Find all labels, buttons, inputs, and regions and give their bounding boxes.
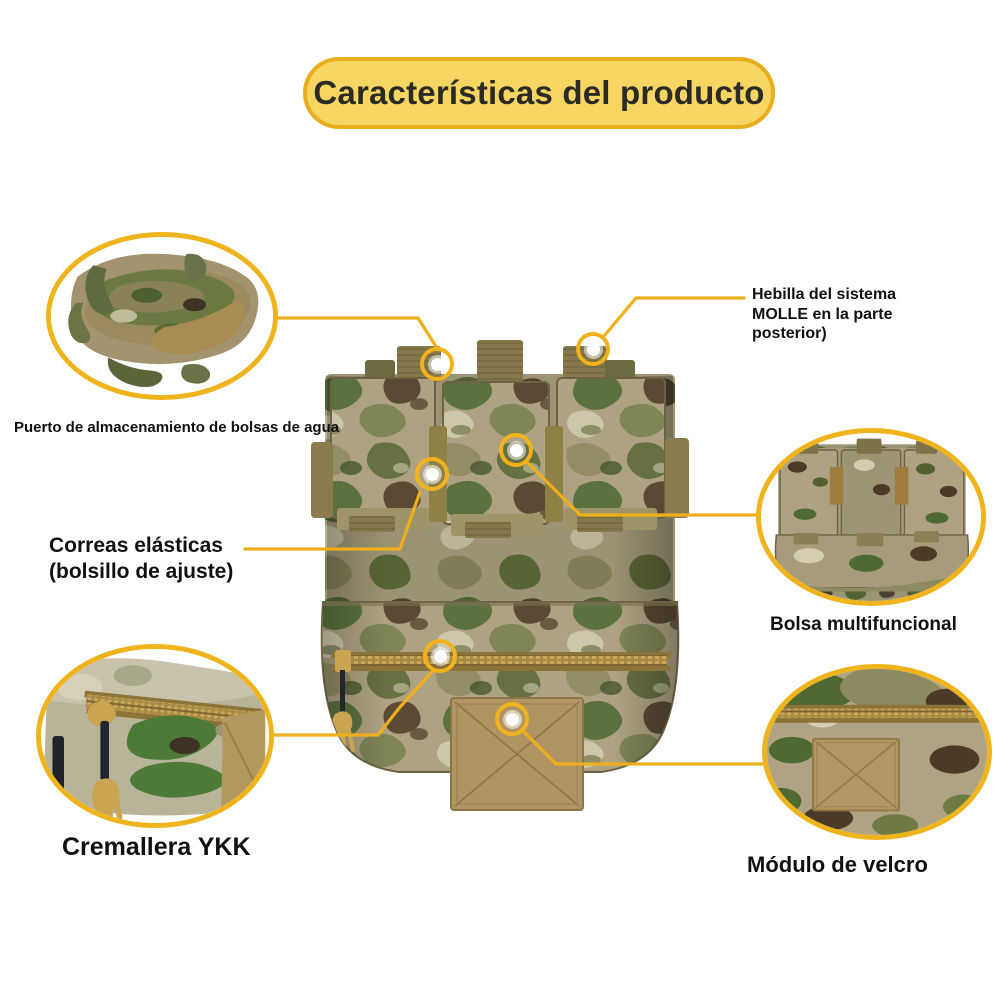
triple-magazine-pouch xyxy=(311,340,689,606)
water-bladder-inset-image xyxy=(51,237,273,395)
mag-pouch-left xyxy=(330,377,436,532)
multifunction-pouch-inset xyxy=(756,428,986,606)
ykk-zipper-inset-image xyxy=(41,649,269,823)
hotspot-velcro[interactable] xyxy=(495,702,529,736)
velcro-inset-image xyxy=(767,669,987,835)
lower-zippered-pouch xyxy=(320,601,680,811)
multifunction-pouch-inset-image xyxy=(761,433,981,601)
label-elastic-straps: Correas elásticas (bolsillo de ajuste) xyxy=(49,534,234,583)
hotspot-multifunction-pouch[interactable] xyxy=(499,433,533,467)
hotspot-elastic-straps[interactable] xyxy=(415,457,449,491)
ykk-zipper-inset xyxy=(36,644,274,828)
product-illustration xyxy=(311,340,689,811)
product-image xyxy=(305,330,695,820)
velcro-inset xyxy=(762,664,992,840)
page-title: Características del producto xyxy=(313,74,765,111)
label-molle-buckle: Hebilla del sistema MOLLE en la parte po… xyxy=(752,286,897,343)
hotspot-ykk-zipper[interactable] xyxy=(423,639,457,673)
mag-pouch-center xyxy=(442,381,550,538)
label-ykk-zipper: Cremallera YKK xyxy=(62,833,251,861)
label-velcro-module: Módulo de velcro xyxy=(747,852,928,877)
hotspot-water-bladder[interactable] xyxy=(420,347,454,381)
label-water-bladder-port: Puerto de almacenamiento de bolsas de ag… xyxy=(14,419,340,436)
page-title-pill: Características del producto xyxy=(303,57,775,129)
water-bladder-inset xyxy=(46,232,278,400)
hotspot-molle-buckle[interactable] xyxy=(576,332,610,366)
mag-pouch-right xyxy=(556,377,666,532)
label-multifunction-pouch: Bolsa multifuncional xyxy=(770,614,957,635)
